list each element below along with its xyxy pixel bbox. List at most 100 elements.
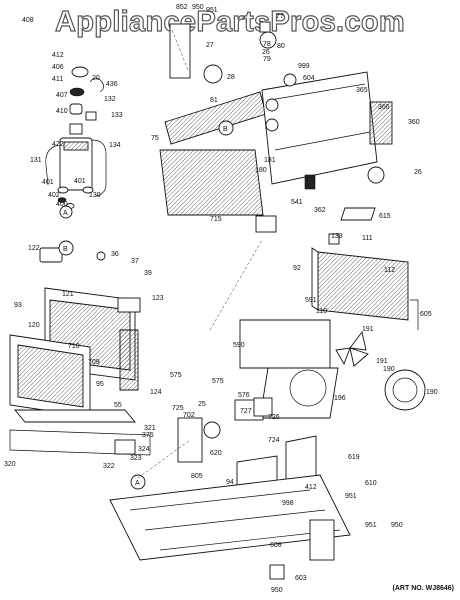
- callout-321: 321: [144, 425, 156, 432]
- part-321-gasket: [14, 409, 136, 423]
- part-20-clip: [89, 77, 104, 93]
- part-610-panel: [309, 519, 335, 561]
- part-852-bracket: [169, 23, 191, 79]
- callout-132: 132: [104, 96, 116, 103]
- part-715-box: [255, 215, 277, 233]
- callout-412: 412: [305, 484, 317, 491]
- part-26-motor: [203, 64, 223, 84]
- callout-727: 727: [240, 408, 252, 415]
- callout-576: 576: [238, 392, 250, 399]
- callout-362: 362: [314, 207, 326, 214]
- callout-130: 130: [89, 192, 101, 199]
- callout-408: 408: [22, 17, 34, 24]
- part-26-motor-right: [367, 166, 385, 184]
- part-36-screw: [96, 251, 106, 261]
- callout-123: 123: [152, 295, 164, 302]
- circle-marker-b-left: [58, 240, 74, 256]
- callout-320: 320: [4, 461, 16, 468]
- callout-411: 411: [52, 76, 63, 83]
- circle-marker-b-left-text: B: [63, 246, 68, 253]
- callout-196: 196: [334, 395, 346, 402]
- part-999-cap: [283, 73, 297, 87]
- callout-26: 26: [414, 169, 422, 176]
- callout-401: 401: [74, 178, 86, 185]
- callout-191: 191: [376, 358, 388, 365]
- callout-78: 78: [263, 41, 271, 48]
- callout-412: 412: [52, 52, 64, 59]
- part-615-bracket: [340, 207, 376, 221]
- motor-mount-and-base: A: [109, 239, 351, 580]
- part-604-housing: [261, 71, 378, 185]
- part-134-tube: [91, 139, 107, 197]
- callout-400: 400: [56, 201, 68, 208]
- part-725-mount: [177, 417, 203, 463]
- callout-401: 401: [42, 179, 54, 186]
- callout-407: 407: [56, 92, 68, 99]
- callout-702: 702: [183, 412, 195, 419]
- part-77-clip: [259, 21, 271, 33]
- callout-322: 322: [103, 463, 115, 470]
- part-25-capacitor: [203, 421, 221, 439]
- part-190-fan-blade: [335, 330, 369, 367]
- callout-131: 131: [30, 157, 42, 164]
- callout-608: 608: [270, 542, 282, 549]
- callout-181: 181: [264, 157, 276, 164]
- part-590-fan-shroud: [239, 319, 331, 369]
- callout-25: 25: [198, 401, 206, 408]
- callout-26: 26: [262, 49, 270, 56]
- callout-590: 590: [233, 342, 245, 349]
- callout-715: 715: [210, 216, 222, 223]
- callout-81: 81: [210, 97, 218, 104]
- part-55-grille-mesh: [17, 344, 84, 408]
- circle-marker-a-base-text: A: [135, 480, 140, 487]
- callout-28: 28: [227, 74, 235, 81]
- part-362-switch: [304, 174, 316, 190]
- callout-110: 110: [316, 308, 327, 315]
- callout-603: 603: [295, 575, 307, 582]
- callout-575: 575: [212, 378, 224, 385]
- callout-951: 951: [365, 522, 377, 529]
- callout-360: 360: [408, 119, 420, 126]
- callout-77: 77: [276, 13, 284, 20]
- leader-dashes: [137, 239, 263, 479]
- fan-guard-inner: [392, 377, 418, 403]
- part-111-end-plate: [311, 247, 319, 311]
- part-133-block-right: [328, 233, 340, 245]
- callout-406: 406: [52, 64, 64, 71]
- callout-122: 122: [28, 245, 40, 252]
- callout-93: 93: [14, 302, 22, 309]
- callout-951: 951: [206, 7, 218, 14]
- callout-725: 725: [172, 405, 184, 412]
- callout-402: 402: [48, 192, 60, 199]
- callout-950: 950: [192, 4, 204, 11]
- part-605-bracket: [410, 299, 419, 330]
- callout-37: 37: [131, 258, 139, 265]
- part-133-wrap: [63, 141, 89, 151]
- bracket-dash: [171, 29, 189, 71]
- callout-998: 998: [282, 500, 294, 507]
- callout-191: 191: [362, 326, 374, 333]
- scroll-housing: [159, 71, 393, 233]
- callout-541: 541: [291, 199, 303, 206]
- callout-27: 27: [206, 42, 214, 49]
- part-124-panel: [119, 329, 139, 391]
- part-410-cover: [69, 123, 83, 135]
- callout-36: 36: [111, 251, 119, 258]
- part-75-scroll-grille: [159, 149, 264, 216]
- part-323-clamp: [114, 439, 136, 455]
- shroud-ring: [289, 369, 327, 407]
- callout-75: 75: [151, 135, 159, 142]
- callout-124: 124: [150, 389, 162, 396]
- front-panel-assembly: B: [9, 240, 151, 456]
- part-402-nut: [57, 197, 67, 203]
- callout-190: 190: [426, 389, 438, 396]
- circle-marker-b: [218, 120, 234, 136]
- art-number-label: (ART NO. WJ8646): [392, 585, 454, 592]
- callout-610: 610: [365, 480, 377, 487]
- callout-591: 591: [305, 297, 317, 304]
- part-123-bracket: [117, 297, 141, 313]
- part-411-grommet: [69, 87, 85, 97]
- callout-436: 436: [106, 81, 118, 88]
- fan-motor-bracket: B: [164, 21, 277, 145]
